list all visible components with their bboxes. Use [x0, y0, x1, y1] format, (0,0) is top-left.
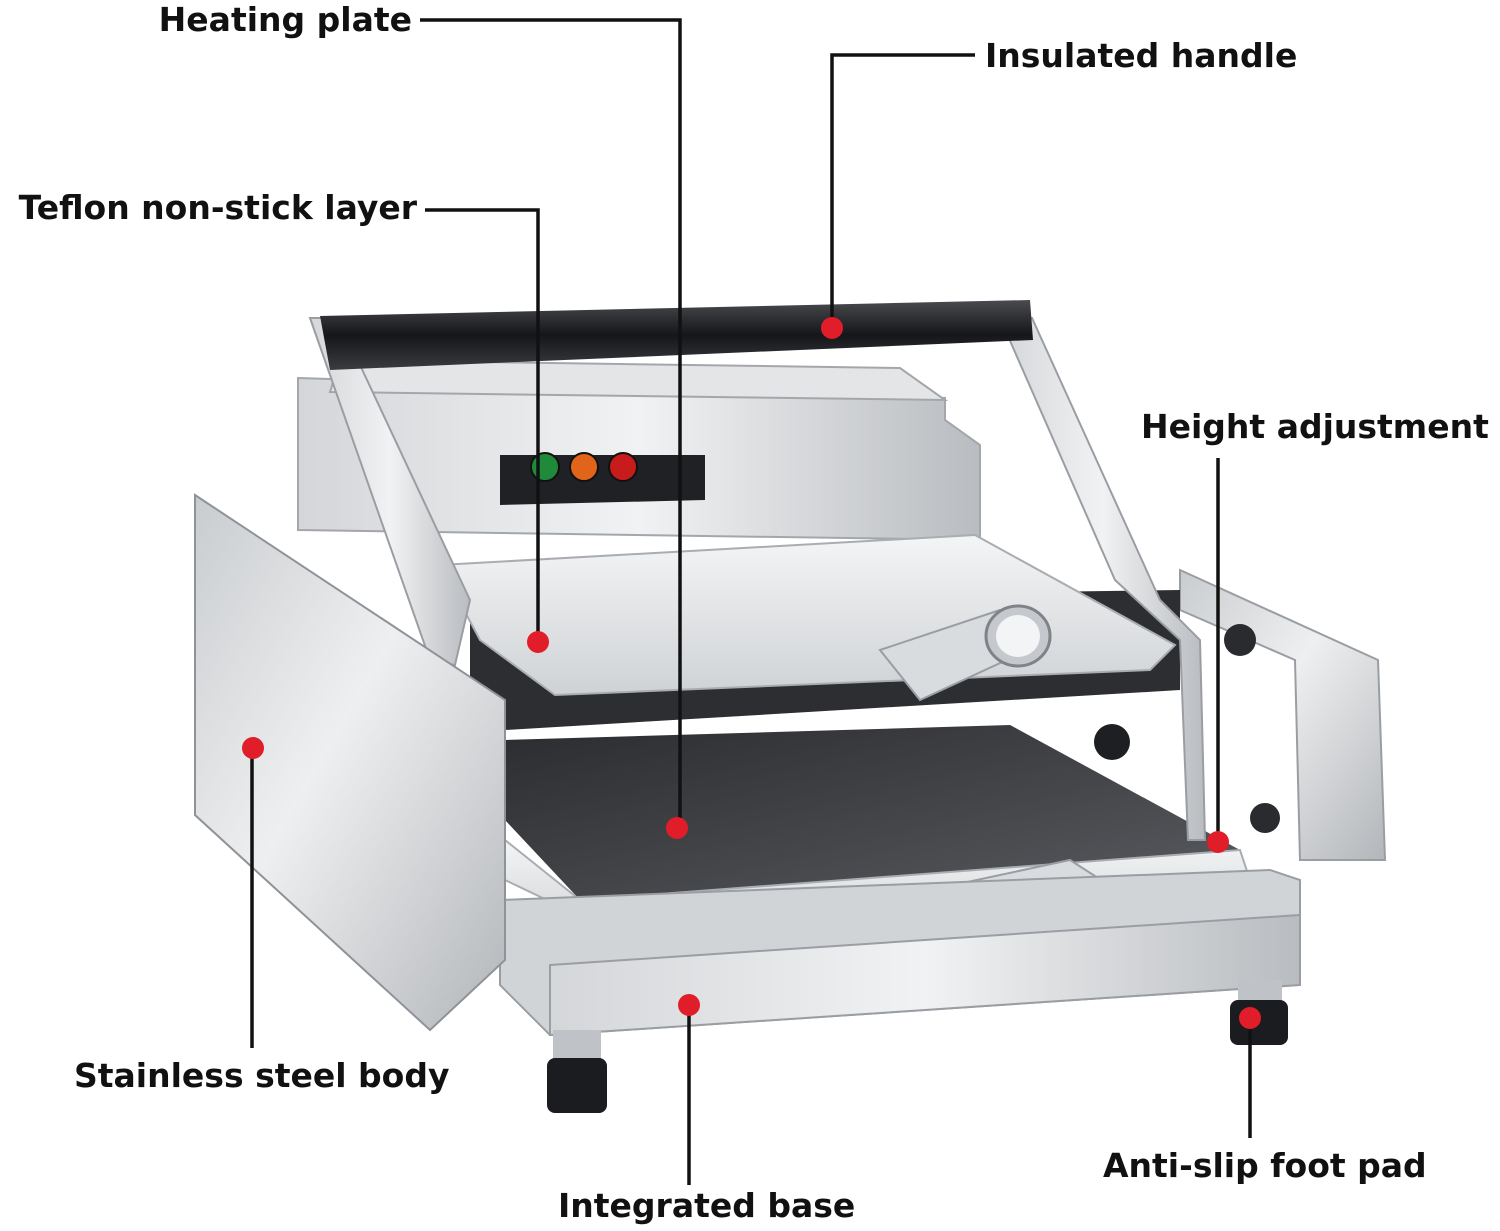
leader-insulated-handle	[830, 53, 975, 328]
lower-heating-plate	[505, 725, 1240, 900]
base-front	[549, 913, 1301, 1037]
indicator-lamps	[530, 452, 638, 482]
marker-teflon-layer	[527, 631, 549, 653]
orange-lamp	[569, 452, 599, 482]
right-side-panel	[1179, 568, 1387, 861]
left-side-panel	[194, 493, 506, 1032]
handle-bar	[320, 300, 1033, 370]
label-heating-plate: Heating plate	[159, 0, 412, 39]
leader-heating-plate	[420, 18, 682, 828]
marker-integrated-base	[678, 994, 700, 1016]
leader-teflon-layer	[425, 208, 540, 642]
label-teflon-layer: Teflon non-stick layer	[19, 188, 418, 227]
height-adjuster	[1094, 624, 1280, 833]
label-height-adjustment: Height adjustment	[1141, 407, 1489, 446]
bun-toaster-illustration	[194, 300, 1387, 1113]
right-handle-arm	[998, 317, 1207, 841]
label-integrated-base: Integrated base	[558, 1186, 855, 1225]
upper-tray-tube	[878, 604, 1053, 702]
marker-heating-plate	[666, 817, 688, 839]
label-anti-slip-pad: Anti-slip foot pad	[1103, 1146, 1427, 1185]
upper-teflon-sheet	[438, 533, 1177, 697]
marker-height-adjustment	[1207, 831, 1229, 853]
marker-anti-slip-pad	[1239, 1007, 1261, 1029]
marker-insulated-handle	[821, 317, 843, 339]
marker-stainless-body	[242, 737, 264, 759]
label-stainless-body: Stainless steel body	[74, 1056, 450, 1095]
red-lamp	[608, 452, 638, 482]
front-left-foot	[547, 1030, 607, 1113]
callout-labels: Heating plate Insulated handle Teflon no…	[19, 0, 1490, 1225]
leader-lines	[250, 18, 1252, 1185]
markers	[242, 317, 1261, 1029]
green-lamp	[530, 452, 560, 482]
label-insulated-handle: Insulated handle	[985, 36, 1297, 75]
